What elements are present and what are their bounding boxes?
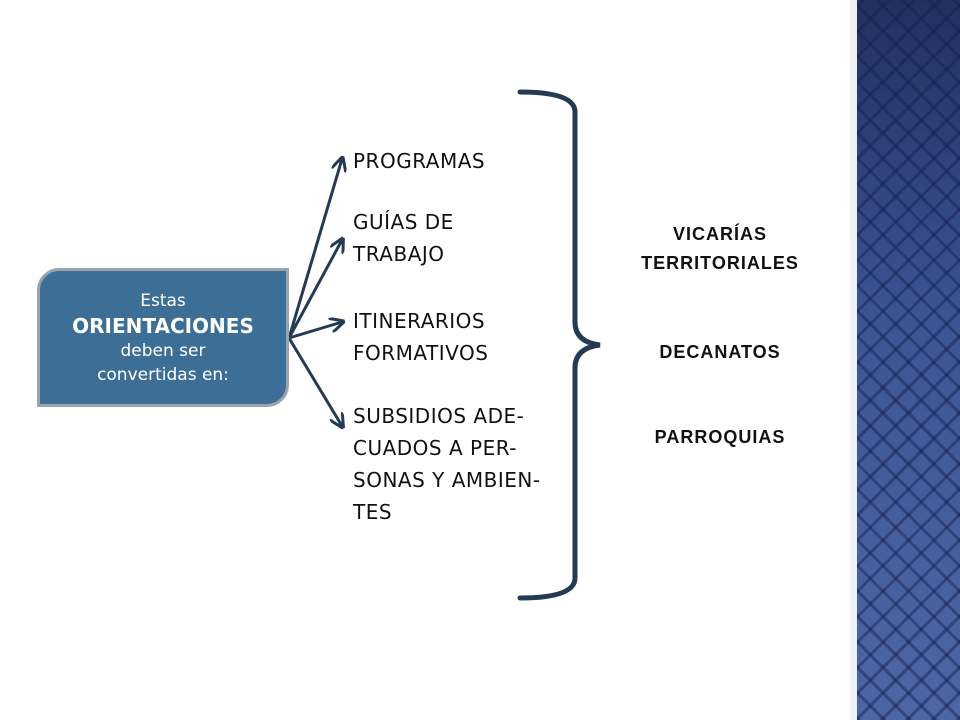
decorative-sidebar: [857, 0, 960, 720]
sidebar-edge: [850, 0, 857, 720]
source-box: Estas ORIENTACIONES deben ser convertida…: [37, 268, 289, 407]
right-brace: [517, 89, 601, 601]
item-subsidios: SUBSIDIOS ADE-CUADOS A PER-SONAS Y AMBIE…: [353, 404, 541, 524]
arrow-to-programas: [287, 159, 342, 339]
target-vicarias-territoriales: VICARÍAS TERRITORIALES: [641, 224, 799, 273]
arrow-to-subsidios: [287, 337, 342, 426]
source-line-4: convertidas en:: [97, 364, 229, 385]
arrow-to-guias: [287, 240, 342, 339]
target-parroquias: PARROQUIAS: [654, 427, 786, 447]
source-line-1: Estas: [140, 290, 186, 311]
item-programas: PROGRAMAS: [353, 149, 486, 173]
source-line-2: ORIENTACIONES: [72, 313, 254, 338]
target-decanatos: DECANATOS: [659, 342, 781, 362]
source-line-3: deben ser: [120, 340, 206, 361]
item-itinerarios-formativos: ITINERARIOS FORMATIVOS: [353, 309, 489, 365]
arrow-to-itinerarios: [288, 322, 342, 340]
item-guias-de-trabajo: GUÍAS DE TRABAJO: [353, 210, 454, 266]
